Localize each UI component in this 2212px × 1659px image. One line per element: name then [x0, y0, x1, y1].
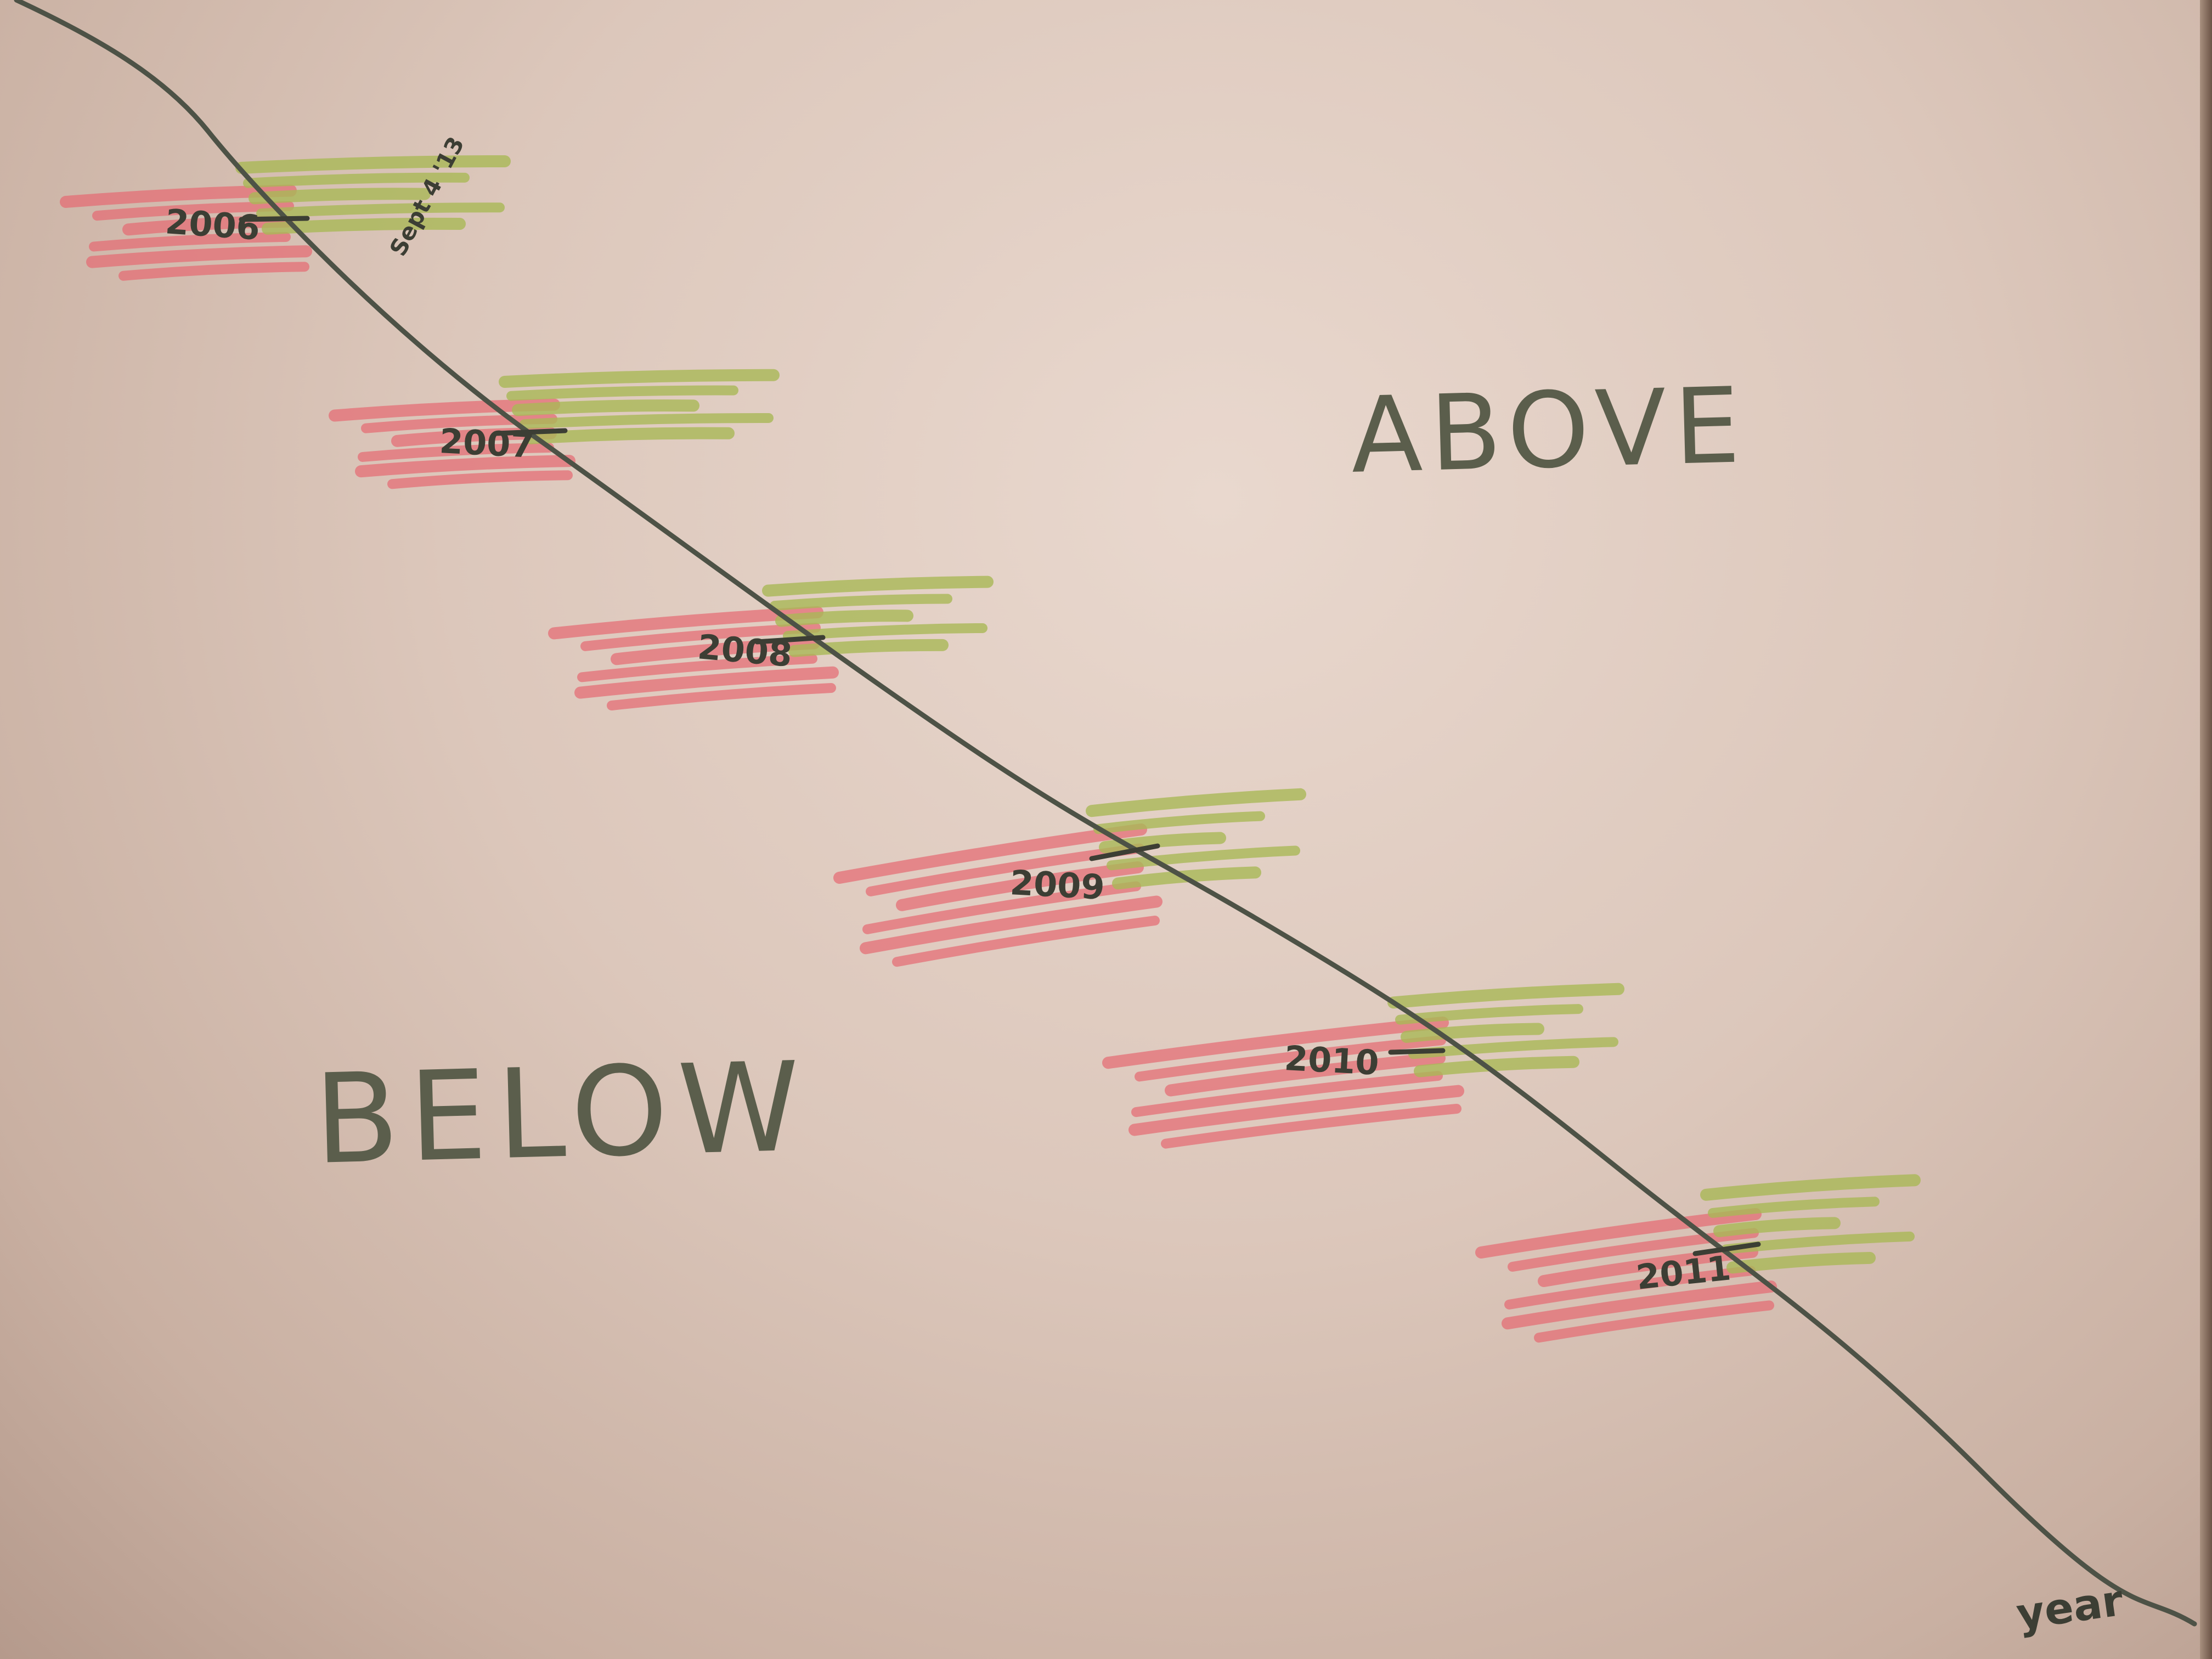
below-highlight-stroke: [387, 470, 573, 489]
below-highlight-stroke: [89, 232, 291, 252]
marker-year-label: 2010: [1283, 1038, 1380, 1083]
below-highlight-stroke: [1504, 1266, 1756, 1310]
above-highlight-stroke: [1401, 1023, 1544, 1043]
year-trend-line: [14, 0, 2197, 1627]
below-highlight-stroke: [1135, 1035, 1446, 1082]
marker-2007: 2007: [438, 421, 568, 466]
above-highlight-stroke: [1093, 811, 1265, 834]
below-highlight-stroke: [119, 262, 309, 281]
below-highlight-stroke: [1128, 1085, 1464, 1136]
below-highlight-stroke: [833, 823, 1147, 884]
above-highlight-stroke: [762, 575, 994, 597]
paper-edge-shadow: [2200, 0, 2212, 1659]
below-highlight-stroke: [866, 843, 1144, 896]
above-highlight-stroke: [243, 172, 470, 188]
highlight-layer: [60, 155, 1921, 1343]
marker-year-label: 2011: [1634, 1248, 1733, 1297]
above-highlight-stroke: [1099, 832, 1226, 854]
below-highlight-stroke: [862, 881, 1141, 934]
below-highlight-stroke: [122, 215, 294, 236]
above-highlight-stroke: [1708, 1197, 1880, 1218]
below-highlight-stroke: [577, 653, 817, 682]
above-highlight-stroke: [506, 385, 738, 401]
above-highlight-stroke: [1726, 1251, 1876, 1274]
below-highlight-stroke: [92, 201, 294, 221]
above-highlight-stroke: [235, 155, 511, 174]
below-highlight-stroke: [896, 861, 1144, 911]
above-highlight-stroke: [775, 610, 913, 627]
below-highlight-stroke: [1165, 1052, 1446, 1097]
marker-2009: 2009: [1009, 843, 1160, 907]
above-highlight-stroke: [1700, 1174, 1921, 1201]
above-highlight-stroke: [783, 623, 988, 641]
below-highlight-stroke: [1131, 1071, 1443, 1118]
below-highlight-stroke: [860, 895, 1163, 955]
above-highlight-stroke: [1387, 983, 1624, 1009]
marker-2011: 2011: [1634, 1242, 1761, 1297]
below-highlight-stroke: [611, 637, 820, 665]
below-highlight-stroke: [580, 623, 821, 651]
above-highlight-stroke: [1414, 1056, 1579, 1077]
below-highlight-stroke: [1502, 1280, 1777, 1330]
below-highlight-stroke: [574, 666, 839, 699]
above-highlight-stroke: [499, 369, 780, 388]
below-highlight-stroke: [1475, 1208, 1762, 1259]
below-highlight-stroke: [1161, 1104, 1462, 1149]
marker-year-label: 2009: [1009, 862, 1105, 907]
marker-year-label: 2008: [696, 627, 794, 675]
below-highlight-stroke: [1534, 1300, 1774, 1343]
region-label-above: ABOVE: [1349, 365, 1750, 496]
below-highlight-stroke: [86, 245, 312, 268]
above-highlight-stroke: [512, 399, 699, 416]
above-highlight-stroke: [1395, 1004, 1583, 1025]
above-highlight-stroke: [1086, 788, 1306, 817]
marker-year-label: 2007: [438, 421, 535, 466]
region-label-below: BELOW: [312, 1035, 812, 1192]
above-highlight-stroke: [1107, 845, 1300, 871]
below-highlight-stroke: [1102, 1017, 1449, 1069]
marker-2010: 2010: [1283, 1038, 1446, 1083]
below-highlight-stroke: [358, 442, 554, 462]
above-highlight-stroke: [525, 427, 735, 444]
above-highlight-stroke: [520, 413, 774, 430]
above-highlight-stroke: [1713, 1217, 1841, 1238]
below-highlight-stroke: [607, 683, 836, 710]
below-highlight-stroke: [892, 916, 1160, 967]
below-highlight-stroke: [1538, 1245, 1758, 1288]
above-highlight-stroke: [256, 202, 505, 219]
axis-label-year: year: [2013, 1576, 2126, 1639]
below-highlight-stroke: [355, 455, 575, 478]
marker-2008: 2008: [696, 627, 826, 675]
above-highlight-stroke: [770, 594, 952, 611]
above-highlight-stroke: [249, 188, 431, 205]
marker-year-label: 2006: [164, 201, 261, 248]
above-highlight-stroke: [788, 639, 949, 657]
